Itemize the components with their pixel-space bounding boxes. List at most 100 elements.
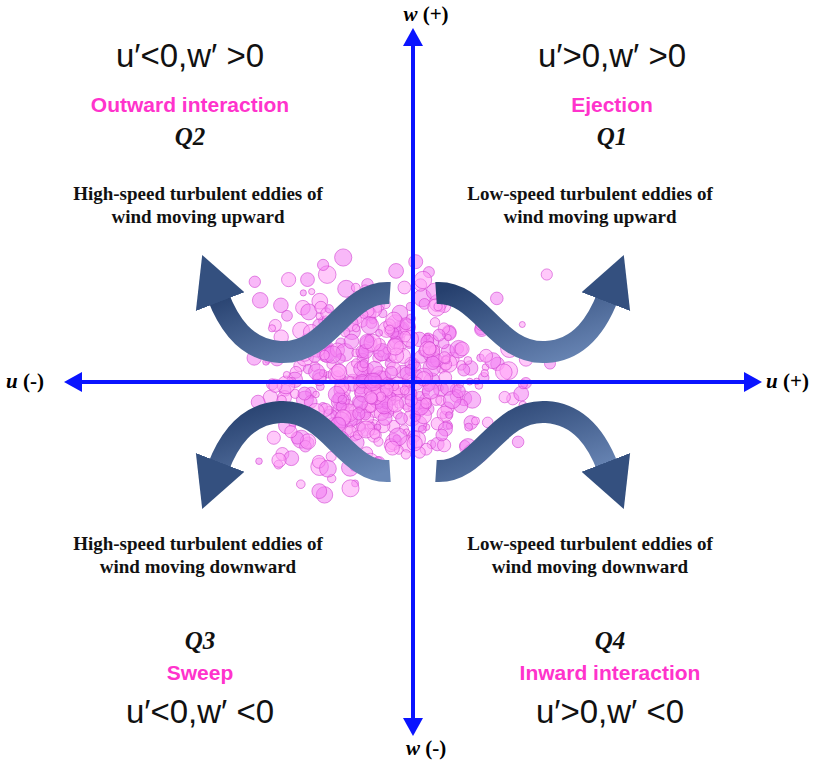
eddy-description: High-speed turbulent eddies of wind movi… <box>63 533 333 579</box>
particle <box>298 387 311 400</box>
particle <box>267 431 280 444</box>
eddy-description: High-speed turbulent eddies of wind movi… <box>63 183 333 229</box>
axis-label: u (+) <box>766 369 809 394</box>
particle <box>313 391 320 398</box>
particle <box>499 391 510 402</box>
particle <box>480 349 493 362</box>
particle <box>387 339 403 355</box>
component-signs: u′>0,w′ >0 <box>538 36 686 76</box>
particle <box>512 436 524 448</box>
particle-cloud <box>247 249 556 503</box>
quadrant-number: Q1 <box>597 122 628 152</box>
particle <box>439 352 450 363</box>
particle <box>400 331 411 342</box>
particle <box>398 281 411 294</box>
particle <box>283 371 290 378</box>
particle <box>365 392 377 404</box>
particle <box>309 289 315 295</box>
particle <box>301 273 315 287</box>
particle <box>387 396 403 412</box>
particle <box>481 370 488 377</box>
eddy-arrow <box>436 412 608 471</box>
particle <box>272 453 286 467</box>
particle <box>256 458 263 465</box>
particle <box>285 426 297 438</box>
particle <box>541 269 552 280</box>
eddy-description: Low-speed turbulent eddies of wind movin… <box>455 183 725 229</box>
particle <box>420 341 436 357</box>
particle <box>396 413 408 425</box>
particle <box>519 322 525 328</box>
particle <box>342 480 359 497</box>
particle <box>491 292 504 305</box>
particle <box>320 350 330 360</box>
axes <box>64 28 762 736</box>
particle <box>430 318 439 327</box>
particle <box>309 364 325 380</box>
particle <box>385 366 397 378</box>
particle <box>423 342 436 355</box>
event-name: Inward interaction <box>520 660 701 685</box>
particle <box>436 429 448 441</box>
particle <box>385 441 399 455</box>
eddy-arrow <box>436 293 608 352</box>
particle <box>338 395 347 404</box>
particle <box>320 460 337 477</box>
axis-label: u (-) <box>6 369 44 394</box>
quadrant-number: Q3 <box>185 626 216 656</box>
particle <box>318 259 329 270</box>
particle <box>414 271 431 288</box>
particle <box>352 325 359 332</box>
event-name: Ejection <box>571 92 653 117</box>
particle <box>400 386 409 395</box>
component-signs: u′<0,w′ <0 <box>126 692 274 732</box>
component-signs: u′>0,w′ <0 <box>536 692 684 732</box>
particle <box>353 408 365 420</box>
eddy-description: Low-speed turbulent eddies of wind movin… <box>455 533 725 579</box>
particle <box>400 367 413 380</box>
particle <box>421 398 431 408</box>
particle <box>455 342 469 356</box>
particle <box>282 310 293 321</box>
particle <box>472 417 480 425</box>
particle <box>252 293 268 309</box>
particle <box>360 360 368 368</box>
particle <box>433 329 445 341</box>
axis-head <box>403 28 423 46</box>
particle <box>426 356 439 369</box>
particle <box>344 334 359 349</box>
particle <box>269 319 281 331</box>
particle <box>360 334 374 348</box>
particle <box>464 357 472 365</box>
axis-label: w (-) <box>406 736 446 761</box>
eddy-arrow <box>218 412 390 471</box>
particle <box>458 364 470 376</box>
particle <box>282 273 296 287</box>
particle <box>300 290 306 296</box>
particle <box>370 429 380 439</box>
particle <box>400 318 412 330</box>
axis-label: w (+) <box>403 2 448 27</box>
particle <box>401 450 410 459</box>
component-signs: u′<0,w′ >0 <box>116 36 264 76</box>
particle <box>465 423 473 431</box>
particle <box>496 364 513 381</box>
particle <box>445 334 451 340</box>
particle <box>268 325 275 332</box>
quadrant-number: Q4 <box>595 626 626 656</box>
particle <box>385 325 394 334</box>
u-axis <box>80 380 746 384</box>
particle <box>335 249 352 266</box>
axis-head <box>403 718 423 736</box>
particle <box>331 364 347 380</box>
event-name: Sweep <box>167 660 234 685</box>
particle <box>409 255 423 269</box>
particle <box>422 382 439 399</box>
eddy-arrow <box>218 293 390 352</box>
particle <box>452 385 465 398</box>
particle <box>446 412 453 419</box>
quadrant-number: Q2 <box>175 122 206 152</box>
particle <box>297 480 306 489</box>
axis-head <box>744 372 762 392</box>
particle <box>389 264 404 279</box>
